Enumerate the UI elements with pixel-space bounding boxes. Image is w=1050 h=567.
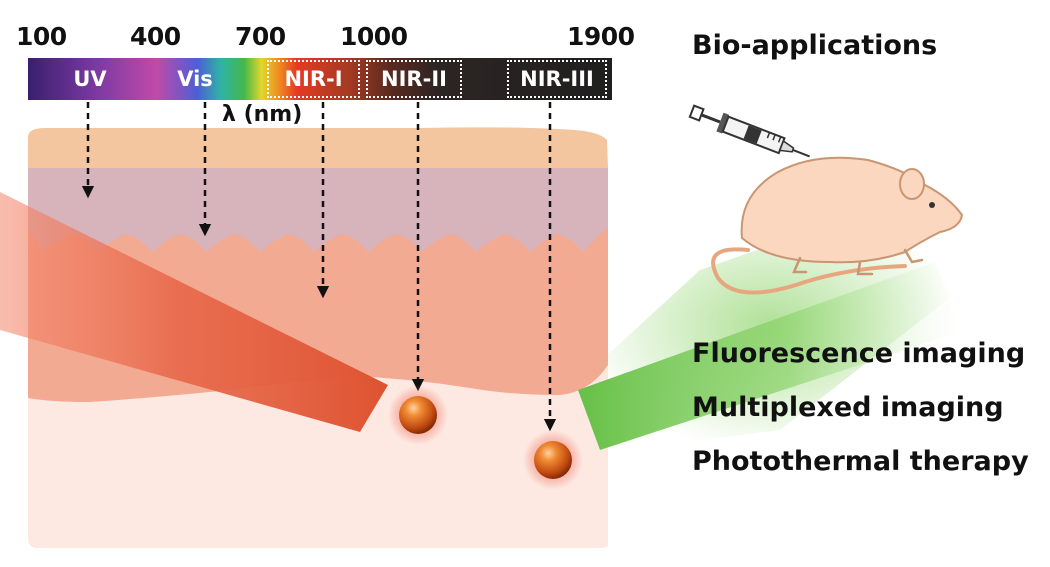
deep-tissue-layer: [28, 360, 608, 548]
band-label-nir2: NIR-II: [366, 60, 462, 98]
application-item-multiplexed: Multiplexed imaging: [692, 392, 1004, 423]
dermis-layer: [28, 165, 608, 252]
band-label-uv: UV: [73, 67, 107, 91]
applications-list: Fluorescence imaging Multiplexed imaging…: [692, 336, 1029, 498]
tick-label-700: 700: [235, 22, 286, 51]
band-label-nir1: NIR-I: [267, 60, 360, 98]
wavelength-unit-label: λ (nm): [222, 102, 303, 127]
tick-label-1900: 1900: [567, 22, 635, 51]
mouse-tail: [711, 247, 907, 295]
mouse-eye: [929, 202, 935, 208]
excitation-beam: [0, 192, 388, 432]
application-item-photothermal: Photothermal therapy: [692, 446, 1029, 477]
emission-beam: [578, 262, 960, 450]
epidermis-layer: [28, 127, 608, 168]
tick-label-100: 100: [16, 22, 67, 51]
mouse-legs: [792, 248, 924, 276]
penetration-arrows: [81, 102, 557, 432]
mouse-illustration: [711, 156, 964, 295]
spectrum-bar: [28, 58, 612, 100]
nanoparticle-deep: [523, 430, 583, 490]
syringe-icon: [688, 104, 810, 158]
band-label-vis: Vis: [177, 67, 213, 91]
mouse-ear: [899, 168, 925, 200]
applications-heading: Bio-applications: [692, 30, 938, 61]
band-label-nir3: NIR-III: [507, 60, 607, 98]
application-item-fluorescence: Fluorescence imaging: [692, 338, 1026, 369]
tick-label-1000: 1000: [340, 22, 408, 51]
tick-label-400: 400: [130, 22, 181, 51]
nanoparticle-shallow: [388, 385, 448, 445]
